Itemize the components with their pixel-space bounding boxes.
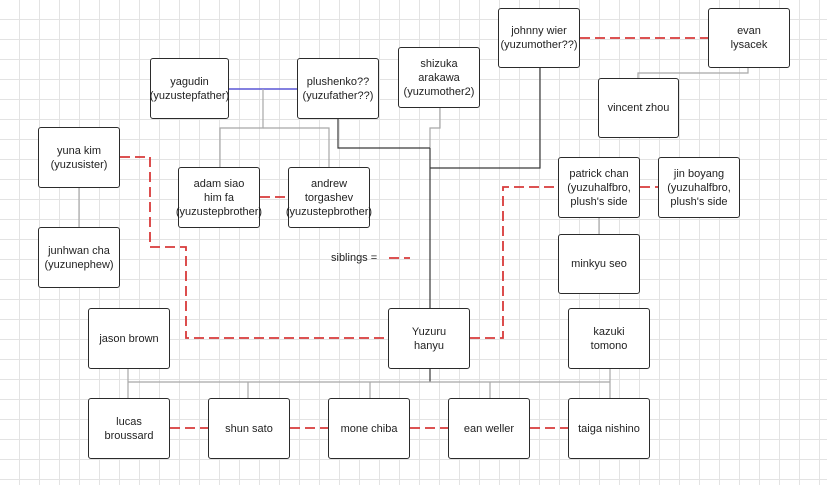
node-label: jin boyang (yuzuhalfbro, plush's side	[667, 167, 731, 208]
node-kazuki-tomono[interactable]: kazuki tomono	[568, 308, 650, 369]
node-yuna-kim[interactable]: yuna kim (yuzusister)	[38, 127, 120, 188]
node-johnny-wier[interactable]: johnny wier (yuzumother??)	[498, 8, 580, 68]
parent-link-vincent	[637, 68, 749, 78]
parent-link-adam	[219, 89, 264, 167]
node-label: taiga nishino	[578, 422, 640, 435]
node-label: shizuka arakawa (yuzumother2)	[403, 57, 475, 98]
parent-link-johnny	[430, 68, 541, 169]
node-mone-chiba[interactable]: mone chiba	[328, 398, 410, 459]
sibling-link-yuna-yuzuru	[120, 156, 388, 339]
node-label: yagudin (yuzustepfather)	[149, 75, 230, 102]
node-label: yuna kim (yuzusister)	[50, 144, 108, 171]
parent-link-plushenko	[337, 119, 430, 149]
node-label: lucas broussard	[104, 415, 154, 442]
node-minkyu-seo[interactable]: minkyu seo	[558, 234, 640, 294]
node-patrick-chan[interactable]: patrick chan (yuzuhalfbro, plush's side	[558, 157, 640, 218]
node-label: ean weller	[463, 422, 515, 435]
node-label: adam siao him fa (yuzustepbrother)	[175, 177, 263, 218]
node-label: shun sato	[225, 422, 273, 435]
node-lucas-broussard[interactable]: lucas broussard	[88, 398, 170, 459]
node-label: patrick chan (yuzuhalfbro, plush's side	[567, 167, 631, 208]
node-taiga-nishino[interactable]: taiga nishino	[568, 398, 650, 459]
node-plushenko[interactable]: plushenko?? (yuzufather??)	[297, 58, 379, 119]
node-yuzuru-hanyu[interactable]: Yuzuru hanyu	[388, 308, 470, 369]
node-ean-weller[interactable]: ean weller	[448, 398, 530, 459]
node-evan-lysacek[interactable]: evan lysacek	[708, 8, 790, 68]
sibling-link-patrick-yuzuru	[470, 186, 558, 339]
node-label: Yuzuru hanyu	[411, 325, 447, 352]
node-label: kazuki tomono	[590, 325, 628, 352]
node-label: jason brown	[99, 332, 159, 345]
parent-link-andrew	[263, 127, 330, 167]
node-label: evan lysacek	[730, 25, 768, 51]
node-label: vincent zhou	[607, 102, 670, 114]
node-shun-sato[interactable]: shun sato	[208, 398, 290, 459]
sibling-legend: siblings =	[331, 251, 377, 265]
node-label: minkyu seo	[571, 258, 627, 270]
node-vincent-zhou[interactable]: vincent zhou	[598, 78, 679, 138]
node-label: mone chiba	[340, 422, 398, 435]
node-label: junhwan cha (yuzunephew)	[44, 244, 114, 271]
node-label: johnny wier (yuzumother??)	[500, 25, 578, 51]
parent-link-shizuka	[429, 108, 441, 148]
node-label: plushenko?? (yuzufather??)	[302, 75, 374, 102]
node-adam-siao-him-fa[interactable]: adam siao him fa (yuzustepbrother)	[175, 167, 263, 228]
node-yagudin[interactable]: yagudin (yuzustepfather)	[150, 58, 229, 119]
node-junhwan-cha[interactable]: junhwan cha (yuzunephew)	[38, 227, 120, 288]
node-jin-boyang[interactable]: jin boyang (yuzuhalfbro, plush's side	[658, 157, 740, 218]
node-jason-brown[interactable]: jason brown	[88, 308, 170, 369]
node-andrew-torgashev[interactable]: andrew torgashev (yuzustepbrother)	[285, 167, 373, 228]
node-label: andrew torgashev (yuzustepbrother)	[285, 177, 373, 218]
node-shizuka-arakawa[interactable]: shizuka arakawa (yuzumother2)	[398, 47, 480, 108]
legend-label: siblings =	[331, 252, 378, 264]
